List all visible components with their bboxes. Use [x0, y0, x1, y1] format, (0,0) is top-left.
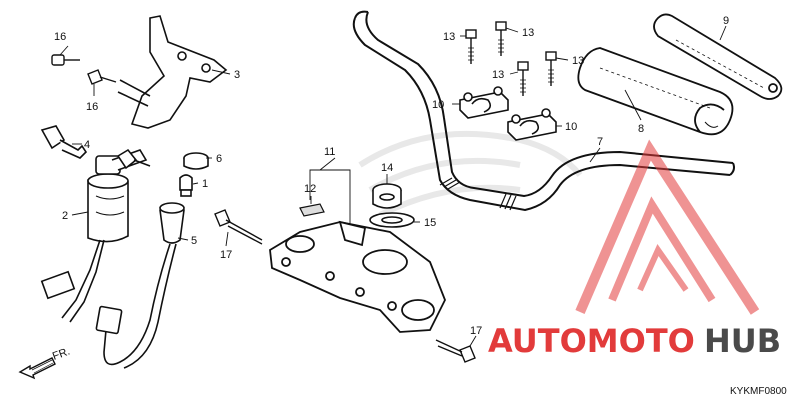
callout-3: 3 — [234, 69, 240, 81]
front-direction-arrow: FR. — [18, 345, 72, 380]
callout-16-top: 16 — [54, 31, 66, 43]
automotohub-logo: AUTOMOTO HUB — [488, 139, 781, 360]
callout-10-right: 10 — [565, 121, 577, 133]
handlebar-knurl-marks — [439, 177, 517, 211]
logo-triangle-outer — [575, 139, 760, 315]
bridge-bolts — [214, 209, 476, 363]
callout-14: 14 — [381, 162, 393, 174]
holder-bolts — [465, 21, 557, 96]
callout-15: 15 — [424, 217, 436, 229]
callout-labels: 1 2 3 4 5 6 7 8 9 10 10 11 12 13 13 13 1… — [54, 15, 729, 337]
logo-triangle-inner — [637, 243, 689, 292]
bearing-nut — [372, 183, 402, 209]
leader-lines — [59, 25, 727, 347]
callout-9: 9 — [723, 15, 729, 27]
callout-12: 12 — [304, 183, 316, 195]
grip — [577, 47, 734, 136]
handlebar — [352, 10, 735, 212]
callout-7: 7 — [597, 136, 603, 148]
holder-upper-left — [459, 86, 509, 119]
logo-triangle-mid — [608, 196, 716, 303]
callout-11: 11 — [324, 146, 335, 158]
washer — [369, 212, 415, 228]
callout-8: 8 — [638, 123, 644, 135]
callout-16-bottom: 16 — [86, 101, 98, 113]
callout-10-left: 10 — [432, 99, 444, 111]
callout-2: 2 — [62, 210, 68, 222]
key — [40, 125, 151, 170]
grommet — [183, 152, 209, 170]
holder-upper-right — [507, 108, 557, 141]
callout-17-left: 17 — [220, 249, 232, 261]
ignition-switch — [40, 149, 148, 323]
bracket — [117, 15, 228, 129]
callout-1: 1 — [202, 178, 208, 190]
rubber-damper — [299, 203, 325, 217]
callout-13-c: 13 — [492, 69, 504, 81]
callout-5: 5 — [191, 235, 197, 247]
top-bridge — [269, 220, 446, 333]
bulb — [179, 174, 193, 197]
logo-text-automoto: AUTOMOTO — [488, 322, 695, 360]
callout-13-a: 13 — [443, 31, 455, 43]
front-direction-label: FR. — [51, 345, 72, 362]
lock-cylinder-assy — [95, 202, 185, 369]
callout-13-d: 13 — [572, 55, 584, 67]
callout-13-b: 13 — [522, 27, 534, 39]
callout-17-bottom: 17 — [470, 325, 482, 337]
bracket-bolts — [51, 54, 117, 85]
grip-end — [653, 13, 783, 100]
bolt-threads — [468, 39, 554, 93]
callout-6: 6 — [216, 153, 222, 165]
callout-4: 4 — [84, 139, 90, 151]
diagram-code: KYKMF0800 — [730, 386, 787, 397]
logo-text-hub: HUB — [704, 322, 781, 360]
